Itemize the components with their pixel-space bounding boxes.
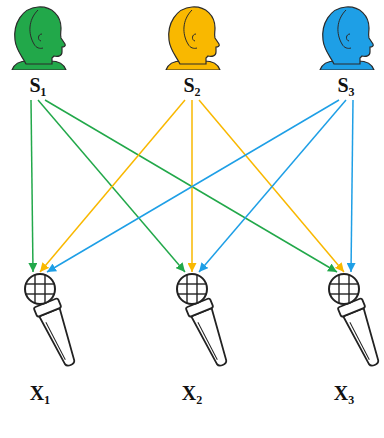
microphone-handle <box>191 308 232 369</box>
signal-arrow <box>45 100 337 272</box>
grille-line <box>178 293 206 294</box>
speaker-head-icon <box>314 2 378 70</box>
signal-arrow <box>38 100 185 272</box>
grille-line <box>178 283 206 284</box>
speaker-node: S₁ <box>6 2 70 100</box>
microphone-handle-line <box>198 321 217 361</box>
microphone-node: X₃ <box>304 272 384 408</box>
microphone-handle-line <box>350 321 369 361</box>
grille-line <box>186 275 187 303</box>
speaker-ear <box>192 34 196 41</box>
grille-line <box>330 293 358 294</box>
microphone-node: X₁ <box>0 272 80 408</box>
microphone-icon <box>304 272 384 374</box>
speaker-ear <box>38 34 42 41</box>
speaker-hair-line <box>338 10 351 48</box>
microphone-icon <box>0 272 80 374</box>
grille-line <box>330 283 358 284</box>
speaker-hair-line <box>184 10 197 48</box>
speaker-head <box>323 7 374 64</box>
speaker-head-icon <box>160 2 224 70</box>
microphone-icon <box>152 272 232 374</box>
speaker-ear <box>346 34 350 41</box>
grille-line <box>26 283 54 284</box>
speaker-label: S₂ <box>183 74 200 96</box>
signal-arrow <box>351 100 353 272</box>
grille-line <box>338 275 339 303</box>
microphone-grille <box>177 274 207 304</box>
microphone-grille <box>25 274 55 304</box>
grille-line <box>44 275 45 303</box>
microphone-handle <box>39 308 80 369</box>
speaker-label: S₃ <box>337 74 354 96</box>
speaker-head <box>15 7 66 64</box>
microphone-handle <box>343 308 384 369</box>
microphone-grille <box>329 274 359 304</box>
speaker-head-icon <box>6 2 70 70</box>
speaker-hair-line <box>30 10 43 48</box>
microphone-label: X₂ <box>182 382 202 404</box>
signal-arrow <box>47 100 339 272</box>
signal-arrow <box>31 100 33 272</box>
grille-line <box>34 275 35 303</box>
microphone-label: X₃ <box>334 382 354 404</box>
speaker-node: S₂ <box>160 2 224 100</box>
signal-arrow <box>40 100 185 272</box>
speaker-label: S₁ <box>29 74 46 96</box>
microphone-label: X₁ <box>30 382 50 404</box>
microphone-handle-line <box>46 321 65 361</box>
grille-line <box>348 275 349 303</box>
signal-arrow <box>199 100 346 272</box>
speaker-head <box>169 7 220 64</box>
grille-line <box>26 293 54 294</box>
microphone-node: X₂ <box>152 272 232 408</box>
grille-line <box>196 275 197 303</box>
speaker-node: S₃ <box>314 2 378 100</box>
